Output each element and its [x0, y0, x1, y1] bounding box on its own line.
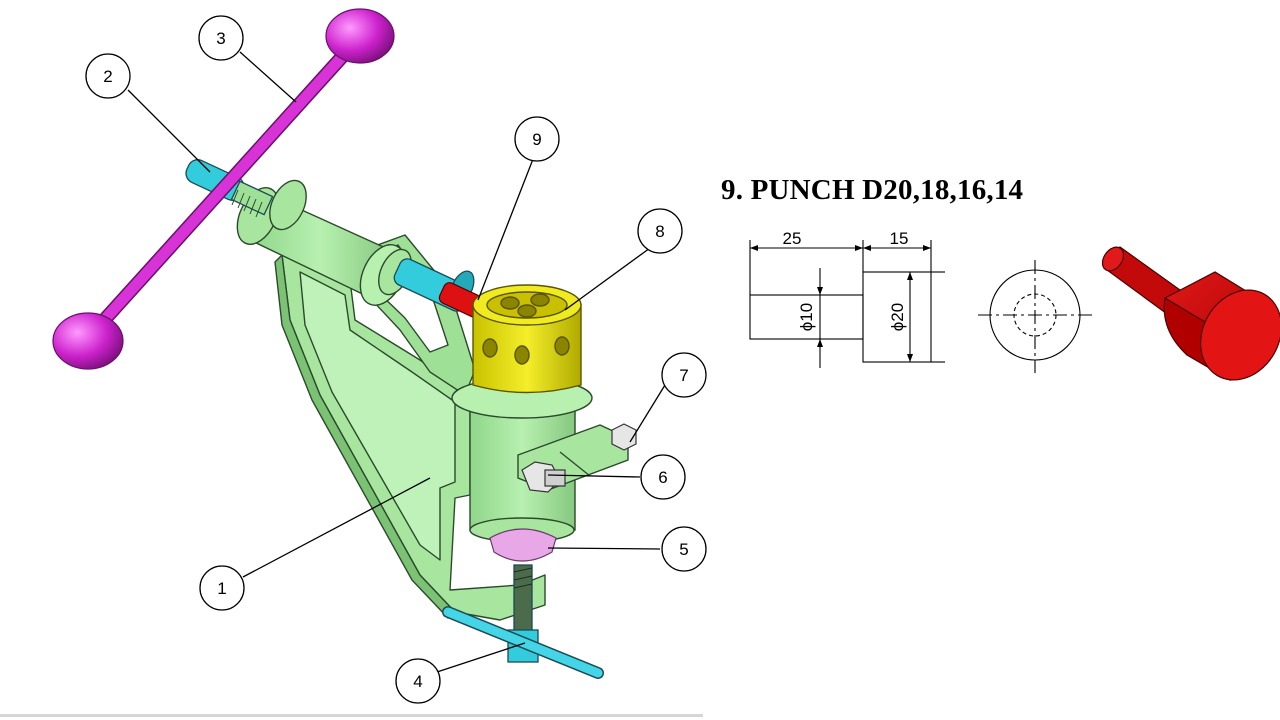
bolt-part	[521, 461, 566, 493]
svg-text:7: 7	[679, 366, 688, 385]
nut-part	[611, 423, 637, 451]
handle-ball-top	[325, 8, 395, 64]
svg-text:4: 4	[413, 672, 422, 691]
punch-holder-part	[472, 284, 582, 394]
callout-4: 4	[395, 658, 441, 704]
part-title: 9. PUNCH D20,18,16,14	[721, 174, 1024, 206]
dimension-arrows	[750, 245, 931, 362]
svg-text:1: 1	[217, 579, 226, 598]
dim-shank-diameter: ϕ10	[797, 303, 816, 331]
callout-9: 9	[514, 116, 560, 162]
svg-text:9: 9	[532, 130, 541, 149]
side-view	[749, 240, 945, 368]
callout-3: 3	[198, 15, 244, 61]
callout-5: 5	[661, 526, 707, 572]
callout-8: 8	[637, 208, 683, 254]
svg-text:6: 6	[658, 468, 667, 487]
die-part	[489, 528, 557, 562]
svg-text:2: 2	[103, 67, 112, 86]
svg-text:8: 8	[655, 222, 664, 241]
die-column	[451, 377, 629, 543]
svg-text:3: 3	[216, 29, 225, 48]
callout-7: 7	[661, 352, 707, 398]
dim-head-length: 15	[890, 229, 909, 248]
punch-3d-render	[1101, 246, 1280, 382]
callout-6: 6	[640, 454, 686, 500]
leader-lines	[127, 51, 666, 673]
dim-head-diameter: ϕ20	[888, 303, 907, 331]
callout-2: 2	[85, 53, 131, 99]
handle-bar-part	[52, 8, 395, 370]
punch-orthographic-drawing: 25 15 ϕ10 ϕ20	[749, 229, 1092, 373]
bottom-divider	[0, 714, 703, 717]
handle-ball-bottom	[52, 312, 124, 370]
punch-3d-body	[1101, 246, 1280, 382]
end-view	[978, 260, 1092, 373]
t-handle-part	[442, 564, 604, 679]
dim-shank-length: 25	[783, 229, 802, 248]
assembly-isometric-view: 1 2 3 4 5 6 7 8 9	[52, 8, 707, 704]
svg-text:5: 5	[679, 540, 688, 559]
callout-1: 1	[199, 565, 245, 611]
